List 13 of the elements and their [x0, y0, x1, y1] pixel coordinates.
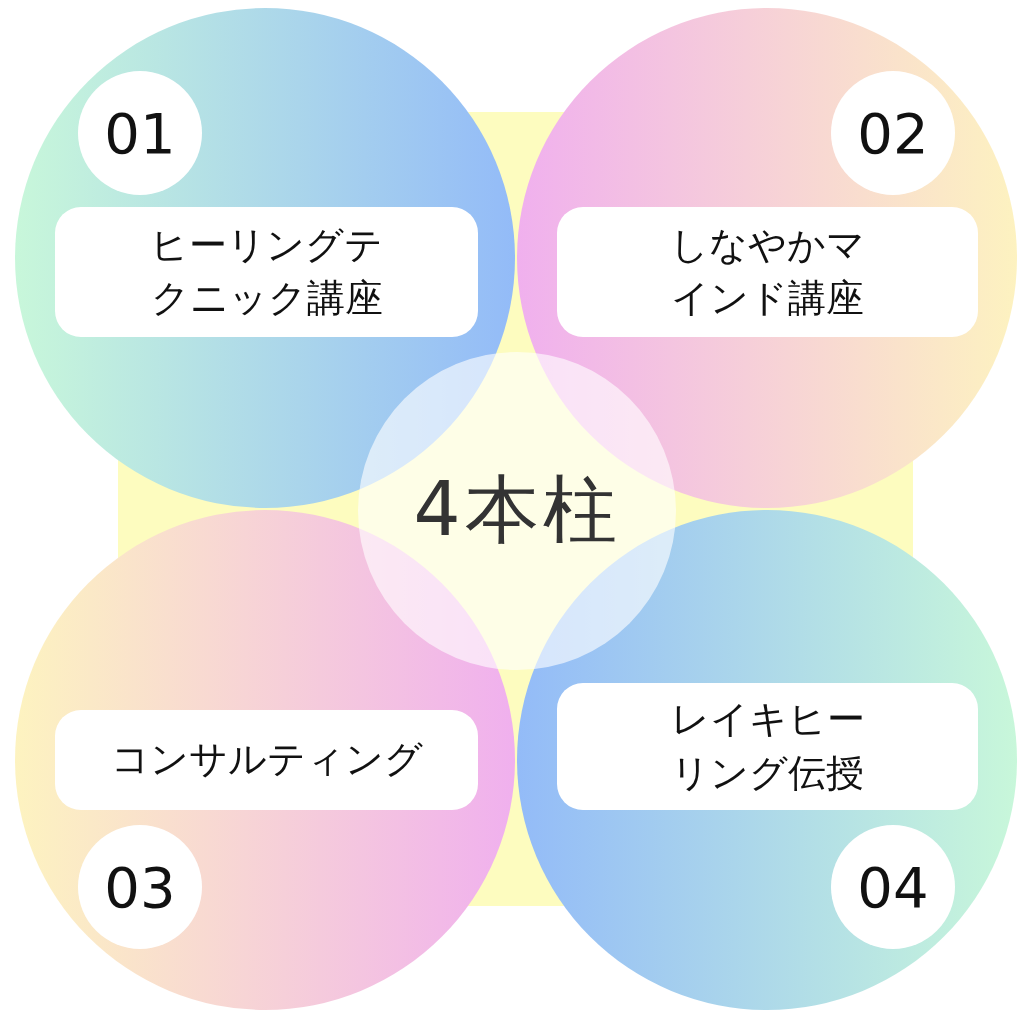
step-number: 04: [857, 854, 929, 920]
label-card: [55, 710, 478, 810]
label-card: [55, 207, 478, 337]
step-number: 03: [104, 854, 176, 920]
topic-label: コンサルティング: [110, 736, 423, 784]
topic-label: しなやかマインド講座: [669, 221, 866, 322]
center-title: 4本柱: [413, 465, 621, 554]
topic-label: ヒーリングテクニック講座: [149, 221, 384, 322]
topic-label: レイキヒーリング伝授: [669, 696, 866, 797]
step-number: 02: [857, 100, 929, 166]
label-card: [557, 683, 978, 810]
label-card: [557, 207, 978, 337]
step-number: 01: [104, 100, 176, 166]
